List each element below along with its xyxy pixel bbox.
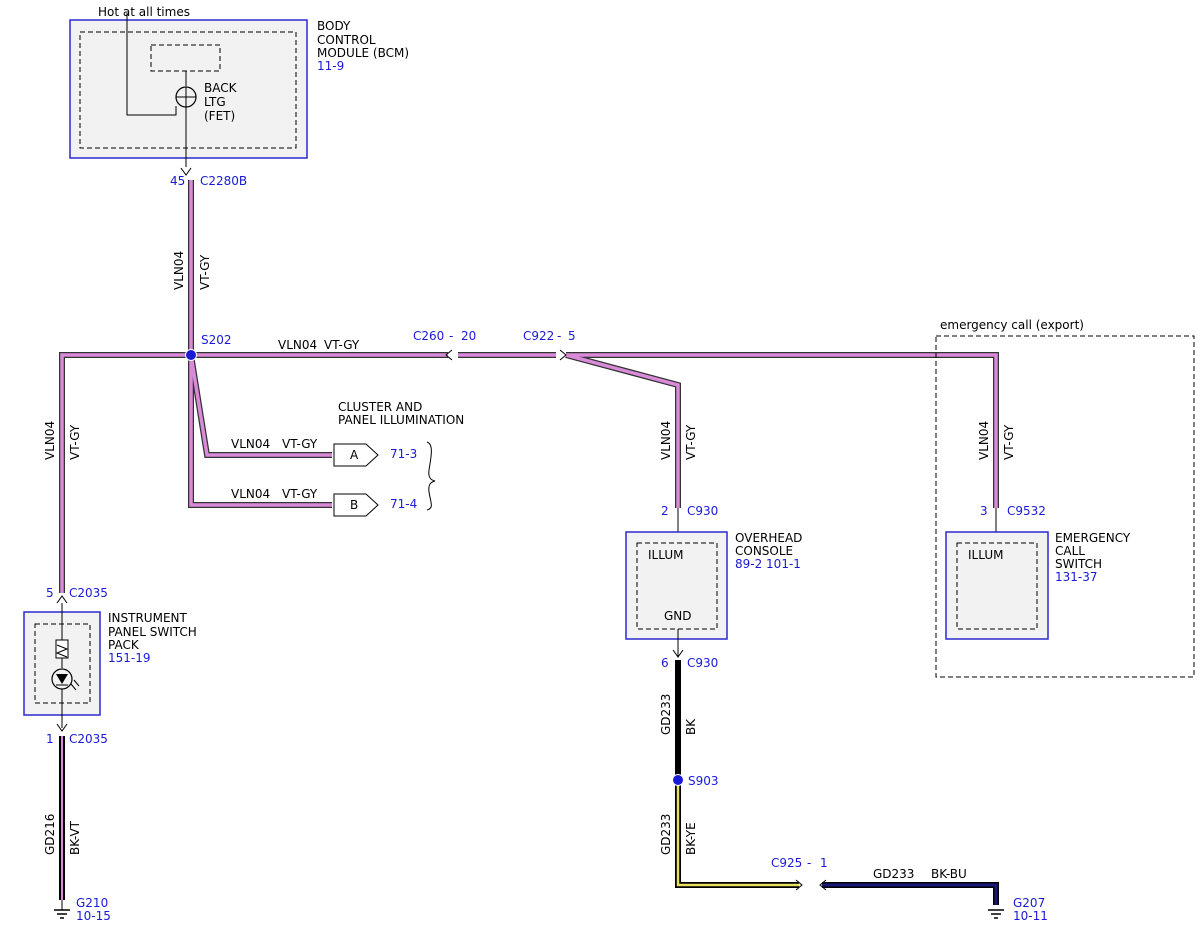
cluster-brace xyxy=(426,441,436,511)
ecs-title-1: EMERGENCY xyxy=(1055,531,1131,545)
c2280b-connector: C2280B xyxy=(200,174,247,188)
ipsp-title-2: PANEL SWITCH xyxy=(108,625,197,639)
splice-s202-dot xyxy=(185,349,197,361)
export-region-label: emergency call (export) xyxy=(940,318,1084,332)
vln04-vert-circuit-1: VLN04 xyxy=(172,251,186,290)
body-control-module: Hot at all times BACK LTG (FET) xyxy=(69,5,308,167)
gd233-bk-circuit: GD233 xyxy=(659,694,673,735)
branch-a-circuit: VLN04 xyxy=(231,437,270,451)
c260-sep: - xyxy=(449,329,453,343)
overhead-title-1: OVERHEAD xyxy=(735,531,802,545)
ipsp-bot-pin: 1 xyxy=(46,732,54,746)
gd233-bkye-wire xyxy=(675,780,799,888)
gd233-bkbu-wire xyxy=(822,882,999,905)
bcm-title-3: MODULE (BCM) xyxy=(317,46,409,60)
export-region xyxy=(935,335,1195,678)
overhead-top-connector: C930 xyxy=(687,504,718,518)
overhead-title-2: CONSOLE xyxy=(735,544,793,558)
page-connector-a-label: A xyxy=(350,448,359,462)
g210-ref[interactable]: 10-15 xyxy=(76,909,111,923)
ipsp-top-pin: 5 xyxy=(46,586,54,600)
ecs-ref[interactable]: 131-37 xyxy=(1055,570,1098,584)
gd233-bk-color: BK xyxy=(684,718,698,735)
overhead-top-pin: 2 xyxy=(661,504,669,518)
bcm-title-1: BODY xyxy=(317,19,351,33)
page-connector-b-label: B xyxy=(350,498,358,512)
hot-at-all-times-label: Hot at all times xyxy=(98,5,190,19)
bcm-inner-label-2: LTG xyxy=(204,95,226,109)
overhead-ref[interactable]: 89-2 101-1 xyxy=(735,557,801,571)
gd233-bkbu-circuit: GD233 xyxy=(873,867,914,881)
ipsp-ref[interactable]: 151-19 xyxy=(108,651,151,665)
bcm-inner-label-3: (FET) xyxy=(204,109,235,123)
vln04-vert-color-2: VT-GY xyxy=(68,424,82,460)
gd233-bkbu-color: BK-BU xyxy=(931,867,967,881)
overhead-bot-connector: C930 xyxy=(687,656,718,670)
vln04-vert-color-1: VT-GY xyxy=(198,254,212,290)
c925-pin: 1 xyxy=(820,856,828,870)
g207-name: G207 xyxy=(1013,896,1045,910)
ipsp-top-connector: C2035 xyxy=(69,586,108,600)
c922-sep: - xyxy=(557,329,561,343)
page-connector-b[interactable]: B xyxy=(333,493,379,517)
bcm-ref: 11-9 xyxy=(317,59,344,73)
ground-g210-icon xyxy=(54,900,70,919)
page-connector-b-ref[interactable]: 71-4 xyxy=(390,497,417,511)
gd216-circuit: GD216 xyxy=(43,814,57,855)
ecs-illum-label: ILLUM xyxy=(968,548,1003,562)
ecs-title-3: SWITCH xyxy=(1055,557,1102,571)
ipsp-title-1: INSTRUMENT xyxy=(108,611,187,625)
ground-g207-icon xyxy=(988,909,1004,919)
ecs-connector: C9532 xyxy=(1007,504,1046,518)
vln04-wire-network xyxy=(59,180,999,593)
g207-ref[interactable]: 10-11 xyxy=(1013,909,1048,923)
gd233-bkye-color: BK-YE xyxy=(684,822,698,855)
c260-name: C260 xyxy=(413,329,444,343)
vln04-vert-circuit-4: VLN04 xyxy=(977,421,991,460)
overhead-console: ILLUM GND xyxy=(625,531,728,640)
c2280b-pin: 45 xyxy=(170,174,185,188)
gd216-color: BK-VT xyxy=(68,820,82,855)
splice-s202-label: S202 xyxy=(201,333,232,347)
emergency-call-switch: ILLUM xyxy=(945,531,1049,640)
vln04-vert-color-3: VT-GY xyxy=(684,424,698,460)
ecs-pin: 3 xyxy=(980,504,988,518)
g210-name: G210 xyxy=(76,896,108,910)
vln04-horiz-color: VT-GY xyxy=(324,338,360,352)
vln04-vert-color-4: VT-GY xyxy=(1002,424,1016,460)
ipsp-bot-connector: C2035 xyxy=(69,732,108,746)
overhead-bot-pin: 6 xyxy=(661,656,669,670)
page-connector-a[interactable]: A xyxy=(333,443,379,467)
splice-s903-dot xyxy=(672,774,684,786)
instrument-panel-switch-pack xyxy=(23,603,101,728)
bcm-inner-label-1: BACK xyxy=(204,81,238,95)
ecs-title-2: CALL xyxy=(1055,544,1085,558)
page-connector-a-ref[interactable]: 71-3 xyxy=(390,447,417,461)
splice-s903-label: S903 xyxy=(688,774,719,788)
c925-name: C925 xyxy=(771,856,802,870)
cluster-title-2: PANEL ILLUMINATION xyxy=(338,413,464,427)
vln04-vert-circuit-2: VLN04 xyxy=(43,421,57,460)
overhead-gnd-label: GND xyxy=(664,609,692,623)
bcm-title-2: CONTROL xyxy=(317,33,376,47)
ipsp-title-3: PACK xyxy=(108,638,140,652)
c260-pin: 20 xyxy=(461,329,476,343)
c925-sep: - xyxy=(807,856,811,870)
c922-name: C922 xyxy=(523,329,554,343)
branch-b-circuit: VLN04 xyxy=(231,487,270,501)
vln04-horiz-circuit: VLN04 xyxy=(278,338,317,352)
branch-a-color: VT-GY xyxy=(282,437,318,451)
cluster-title-1: CLUSTER AND xyxy=(338,400,422,414)
vln04-vert-circuit-3: VLN04 xyxy=(659,421,673,460)
c922-pin: 5 xyxy=(568,329,576,343)
branch-b-color: VT-GY xyxy=(282,487,318,501)
gd233-bkye-circuit: GD233 xyxy=(659,814,673,855)
overhead-illum-label: ILLUM xyxy=(648,548,683,562)
